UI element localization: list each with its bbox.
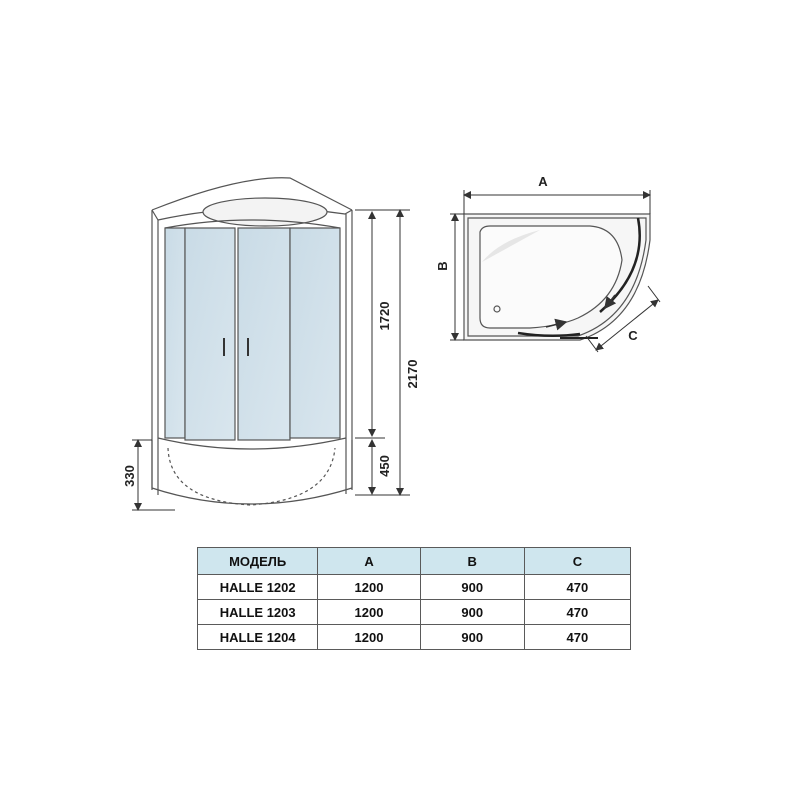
c-cell: 470 (523, 624, 632, 650)
table-row: HALLE 1204 1200 900 470 (196, 624, 632, 650)
plan-view (463, 213, 651, 341)
front-dimension-lines (132, 209, 410, 511)
model-cell: HALLE 1202 (196, 574, 319, 600)
c-cell: 470 (523, 599, 632, 625)
model-cell: HALLE 1204 (196, 624, 319, 650)
dim-1720: 1720 (377, 302, 392, 331)
header-model: МОДЕЛЬ (196, 547, 319, 575)
a-cell: 1200 (317, 574, 421, 600)
header-a: A (317, 547, 421, 575)
b-cell: 900 (419, 599, 525, 625)
c-cell: 470 (523, 574, 632, 600)
header-b: B (419, 547, 525, 575)
table-row: HALLE 1203 1200 900 470 (196, 599, 632, 625)
dim-450: 450 (377, 455, 392, 477)
table-row: HALLE 1202 1200 900 470 (196, 574, 632, 600)
table-header-row: МОДЕЛЬ A B C (196, 547, 632, 575)
dim-2170: 2170 (405, 360, 420, 389)
a-cell: 1200 (317, 624, 421, 650)
front-view (151, 177, 353, 506)
dim-330: 330 (122, 465, 137, 487)
model-dimensions-table: МОДЕЛЬ A B C HALLE 1202 1200 900 470 HAL… (196, 547, 632, 650)
model-cell: HALLE 1203 (196, 599, 319, 625)
dim-a: A (538, 174, 548, 189)
a-cell: 1200 (317, 599, 421, 625)
b-cell: 900 (419, 624, 525, 650)
dim-c: C (628, 328, 638, 343)
b-cell: 900 (419, 574, 525, 600)
plan-dimension-lines (450, 190, 661, 353)
header-c: C (523, 547, 632, 575)
dim-b: B (435, 261, 450, 270)
